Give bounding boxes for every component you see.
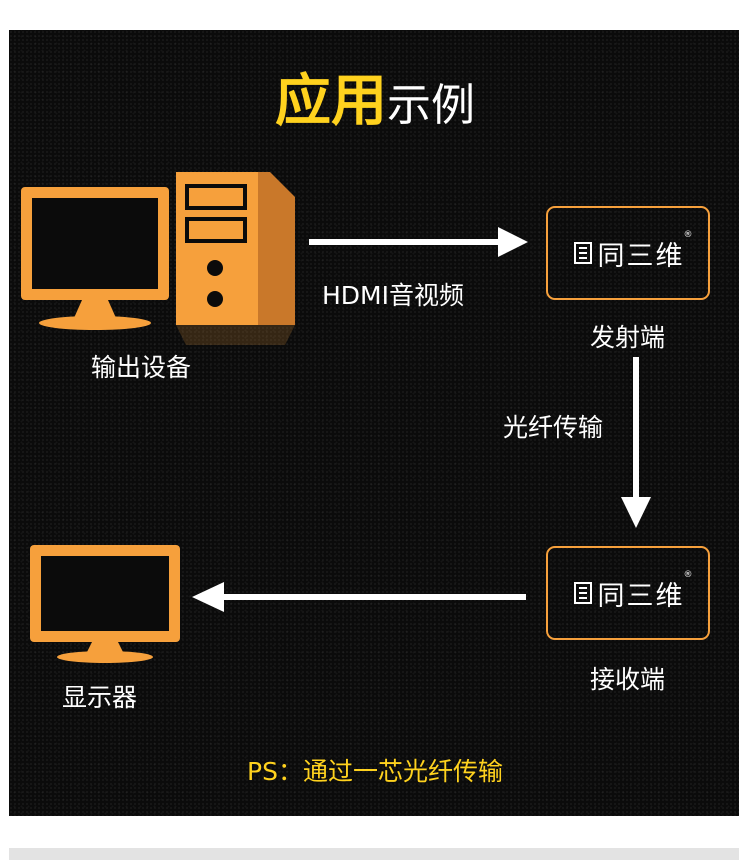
fiber-arrow — [621, 357, 651, 528]
output-device-label: 输出设备 — [91, 353, 192, 382]
bottom-strip — [9, 848, 739, 860]
transmitter-label: 发射端 — [590, 323, 666, 352]
transmitter-brand: 同三维® — [597, 229, 695, 272]
hdmi-arrow — [309, 227, 528, 257]
hdmi-link-label: HDMI音视频 — [322, 281, 464, 310]
title-highlight: 应用 — [275, 69, 387, 134]
receiver-label: 接收端 — [590, 665, 666, 694]
receiver-box: 同三维® — [546, 546, 710, 640]
transmitter-box: 同三维® — [546, 206, 710, 300]
receiver-brand: 同三维® — [597, 569, 695, 612]
footnote: PS：通过一芯光纤传输 — [247, 757, 503, 786]
computer-monitor-icon — [21, 187, 169, 330]
brand-logo-icon — [573, 582, 592, 604]
computer-tower-icon — [176, 172, 295, 345]
display-monitor-icon — [30, 545, 180, 663]
diagram-panel — [9, 30, 739, 816]
title-rest: 示例 — [387, 80, 475, 131]
fiber-link-label: 光纤传输 — [503, 413, 604, 442]
display-arrow — [192, 582, 526, 612]
page-title: 应用示例 — [0, 56, 750, 137]
display-label: 显示器 — [62, 683, 138, 712]
brand-logo-icon — [573, 242, 592, 264]
